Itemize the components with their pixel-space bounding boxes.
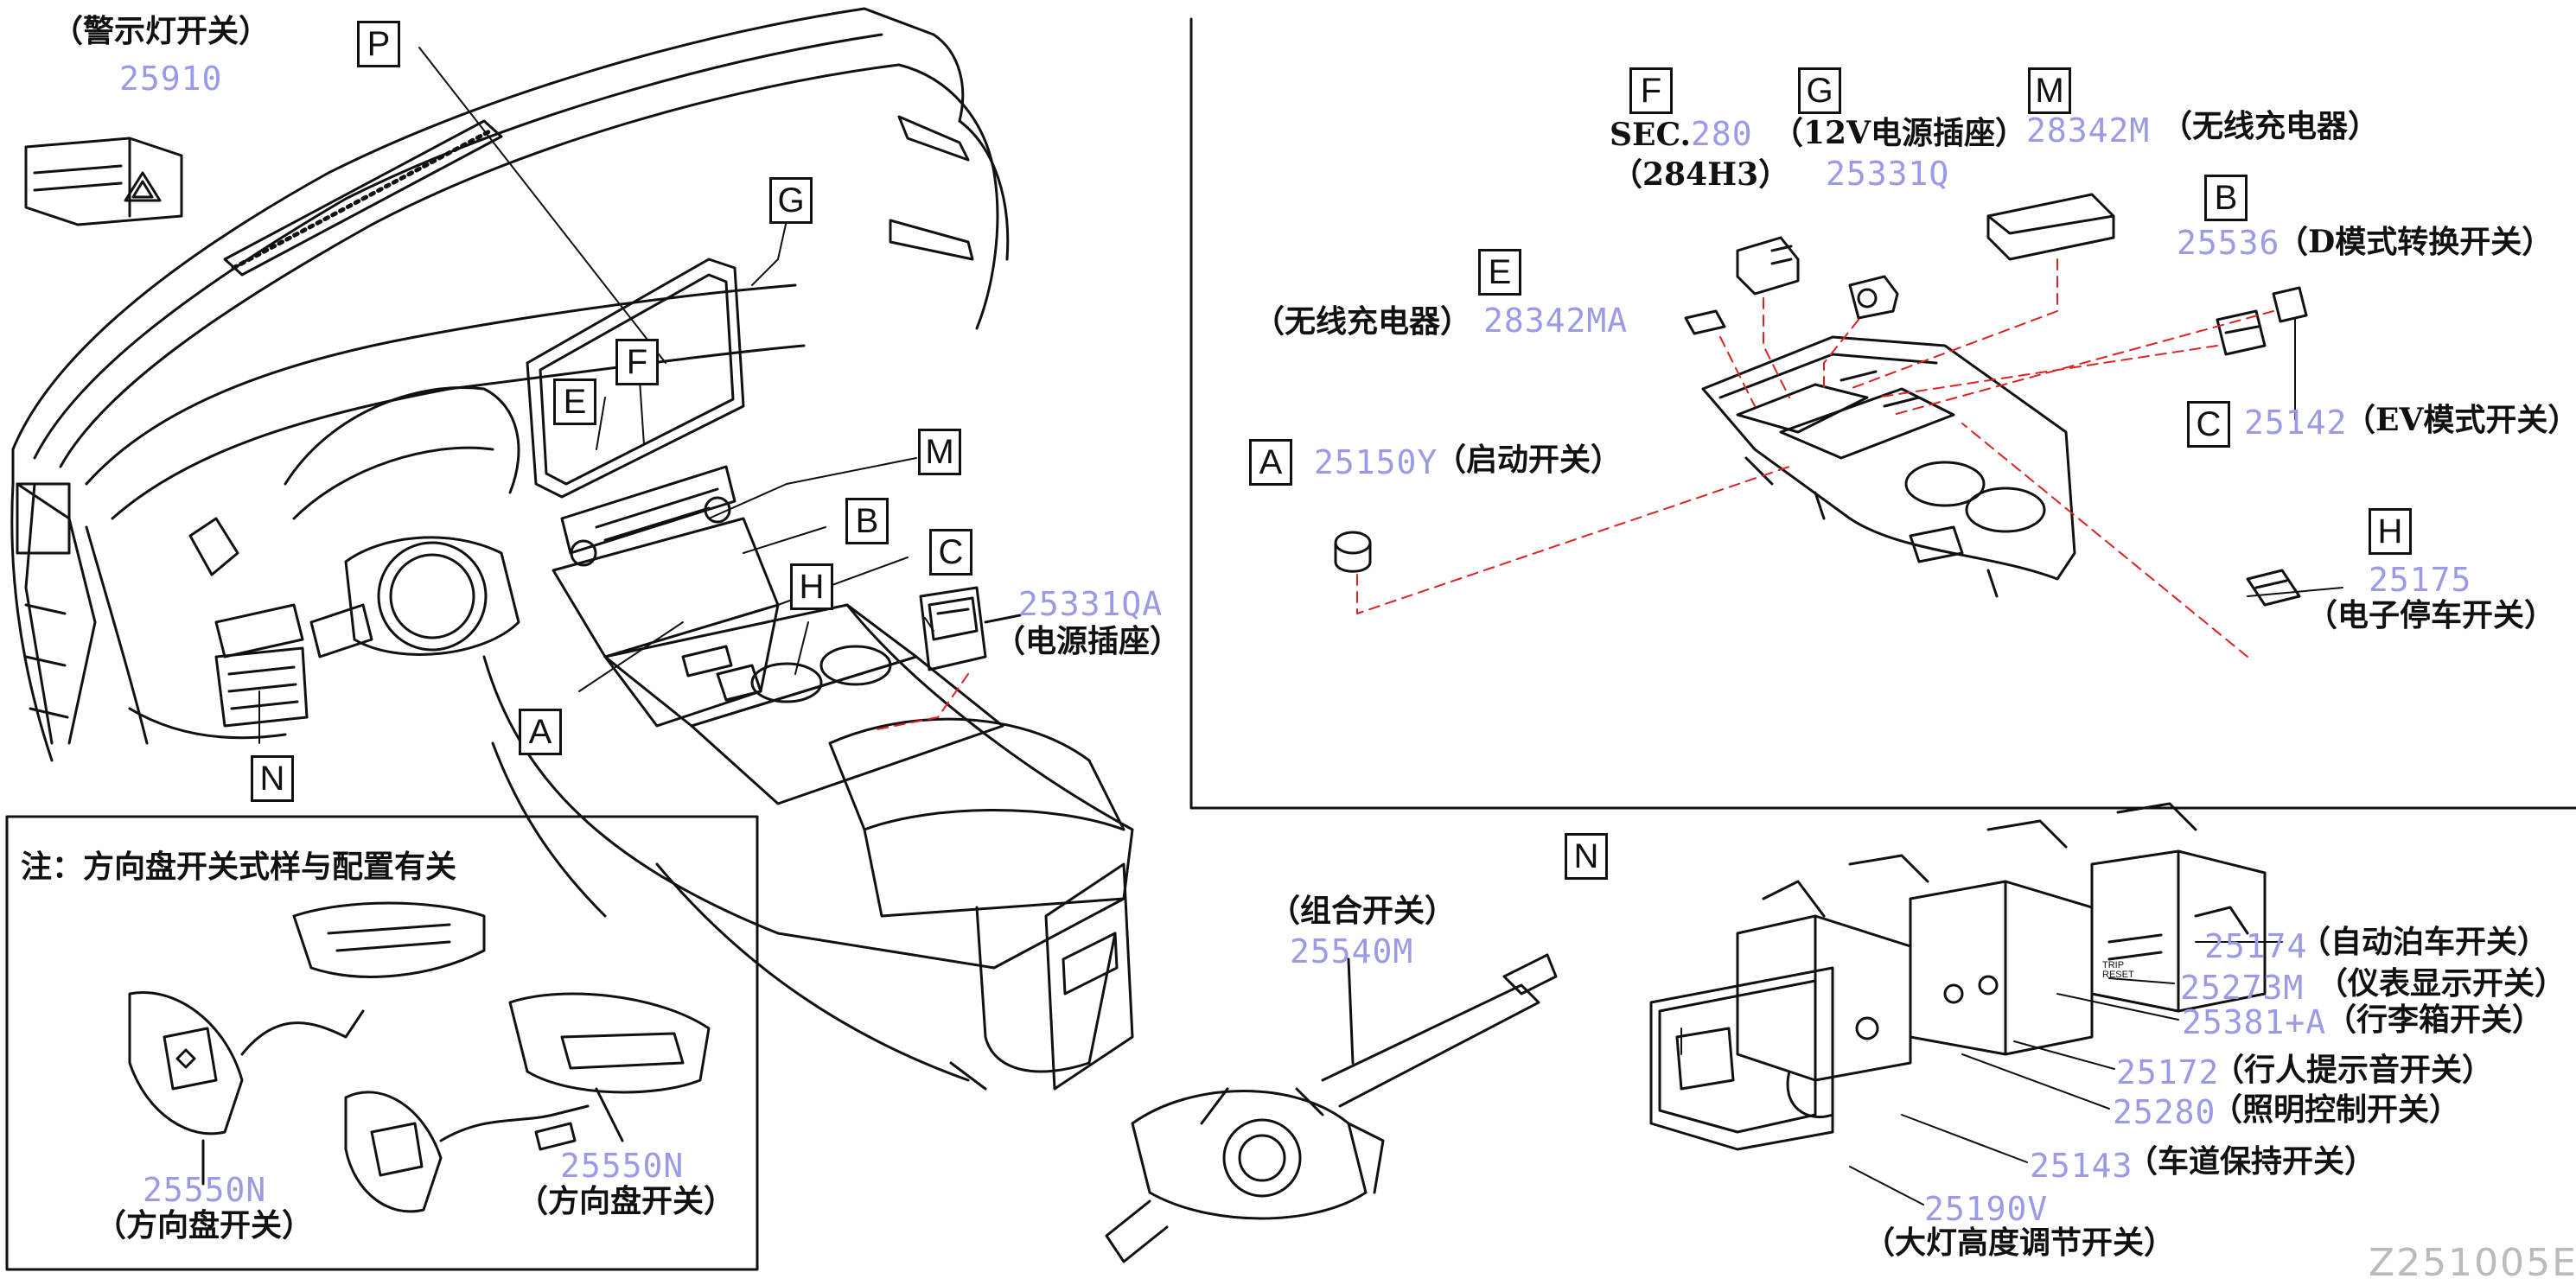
display-switch-name: （仪表显示开关） [2317,965,2566,1002]
leader-lines-left [258,47,934,744]
callout-C-left: C [929,529,972,576]
steering-switch-left-number: 25550N [143,1171,267,1209]
sec-number: 280 [1691,115,1753,153]
callout-A-right: A [1249,439,1292,486]
steering-switch-right-name: （方向盘开关） [517,1183,736,1219]
steering-switch-left-name: （方向盘开关） [95,1207,314,1244]
callout-G-right: G [1798,67,1841,114]
power-socket-name: （电源插座） [994,623,1182,659]
callout-H-right: H [2369,508,2412,555]
switch-pack-illustration [1649,802,2267,1151]
callout-N-left: N [251,755,294,802]
callout-B-left: B [845,498,889,544]
epb-switch-number: 25175 [2369,561,2472,599]
headlamp-level-switch-name: （大灯高度调节开关） [1864,1225,2176,1261]
ev-mode-switch-number: 25142 [2244,404,2348,442]
pedestrian-sound-switch-number: 25172 [2116,1053,2220,1091]
hazard-switch-name: （警示灯开关） [52,13,271,49]
trip-reset-label: TRIP RESET [2102,960,2134,980]
leader-lines-switches [1680,319,2343,1205]
lane-keep-switch-name: （车道保持开关） [2126,1143,2376,1180]
combination-switch-illustration [1105,953,1558,1263]
callout-B-right: B [2204,175,2248,221]
callout-N-right: N [1565,833,1608,880]
callout-H-left: H [790,563,833,610]
d-mode-switch-number: 25536 [2177,224,2280,262]
callout-C-right: C [2187,401,2230,448]
dashed-leaders-console [1356,258,2274,658]
steering-switch-right-number: 25550N [560,1147,685,1185]
steering-switch-note: 注：方向盘开关式样与配置有关 [21,849,457,885]
epb-switch-name: （电子停车开关） [2306,597,2556,633]
dashed-leader-socket [872,673,969,731]
callout-A-left: A [519,709,562,755]
console-exploded-illustration [1334,193,2308,607]
lane-keep-switch-number: 25143 [2030,1147,2133,1185]
start-switch-number: 25150Y [1314,443,1438,481]
callout-E-right: E [1478,249,1521,296]
callout-M-right: M [2028,67,2071,114]
auto-park-switch-name: （自动泊车开关） [2299,924,2549,960]
combination-switch-name: （组合开关） [1269,893,1457,929]
wireless-charger-e-number: 28342MA [1483,302,1629,340]
socket-12v-number: 25331Q [1826,155,1950,193]
d-mode-switch-name: （D模式转换开关） [2277,224,2554,260]
trunk-switch-number: 25381+A [2182,1003,2327,1041]
wireless-charger-m-number: 28342M [2026,111,2151,149]
panel-frames [5,17,2576,1271]
callout-F-right: F [1629,67,1673,114]
lighting-switch-name: （照明控制开关） [2211,1091,2461,1128]
socket-12v-name: （12V电源插座） [1772,115,2027,151]
trunk-switch-name: （行李箱开关） [2325,1002,2544,1038]
pedestrian-sound-switch-name: （行人提示音开关） [2213,1052,2494,1088]
hazard-switch-illustration [24,137,183,226]
callout-G: G [769,177,813,224]
dashboard-illustration [10,7,1134,1091]
hazard-switch-number: 25910 [119,60,223,98]
ev-mode-switch-name: （EV模式开关） [2344,402,2576,438]
wireless-charger-e-name: （无线充电器） [1253,303,1472,340]
start-switch-name: （启动开关） [1435,442,1623,478]
callout-M-left: M [918,429,961,475]
wireless-charger-m-name: （无线充电器） [2161,108,2380,144]
display-switch-number: 25273M [2180,969,2305,1007]
steering-switches-illustration [128,901,711,1213]
lighting-switch-number: 25280 [2113,1093,2216,1131]
power-socket-number: 25331QA [1018,585,1164,623]
combination-switch-number: 25540M [1290,932,1414,970]
callout-F-left: F [615,339,659,385]
sec-label: SEC. [1610,117,1691,153]
callout-E-left: E [553,379,596,425]
figure-reference: Z251005E [2369,1241,2576,1285]
headlamp-level-switch-number: 25190V [1924,1190,2049,1228]
callout-P: P [357,21,400,67]
sec-subcode: （284H3） [1611,156,1790,193]
power-socket-illustration [919,586,1022,671]
auto-park-switch-number: 25174 [2204,927,2308,965]
